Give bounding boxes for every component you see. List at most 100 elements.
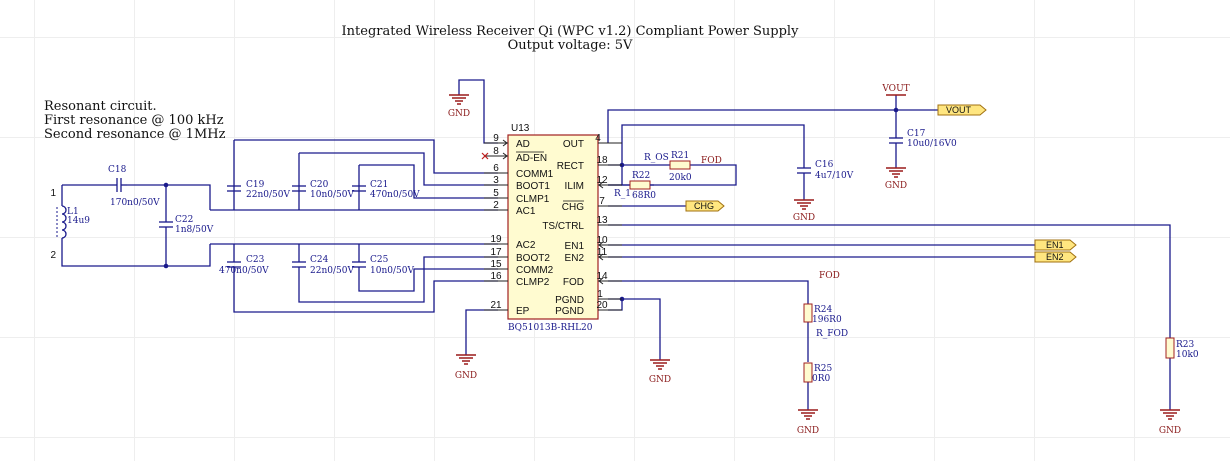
capacitor-c18[interactable]: C18 170n0/50V [108,165,160,208]
port-en2[interactable]: EN2 [1034,251,1077,263]
gnd-symbol-r23: GND [1159,409,1181,436]
pin-name-ilim: ILIM [565,181,584,192]
pin-num-en2: 11 [597,247,608,258]
capacitor-c23[interactable]: C23 470n0/50V [219,255,269,276]
pin-name-ac1: AC1 [516,206,536,217]
inductor-l1[interactable]: L1 14u9 1 2 [50,188,90,261]
pin-name-fod: FOD [563,277,584,288]
ic-part: BQ51013B-RHL20 [508,323,593,333]
title-line-2: Output voltage: 5V [508,38,633,53]
gnd-symbol-c17: GND [885,167,907,191]
r24-ref: R24 [814,305,833,315]
pin-name-ad: AD [516,139,530,150]
gnd-label-pgnd: GND [649,375,671,385]
pin-num-pgnd1: 1 [597,289,603,300]
pin-num-pgnd2: 20 [596,300,608,311]
c22-ref: C22 [175,215,193,225]
net-label-r-1: R_1 [614,189,631,199]
pin-num-ep: 21 [490,300,502,311]
pin-num-ad: 9 [493,133,499,144]
pin-name-en1: EN1 [565,241,585,252]
pin-name-pgnd1: PGND [555,295,584,306]
pin-num-tsctrl: 13 [596,215,608,226]
port-en1[interactable]: EN1 [1034,239,1077,251]
pin-num-comm1: 6 [493,163,499,174]
c18-value: 170n0/50V [110,198,160,208]
capacitor-c17[interactable]: C17 10u0/16V0 [889,129,957,149]
net-label-fod-r21: FOD [701,156,722,166]
capacitor-c20[interactable]: C20 10n0/50V [292,180,354,200]
pin-num-rect: 18 [596,155,608,166]
c24-value: 22n0/50V [310,266,354,276]
resistor-r25[interactable]: R25 0R0 [803,362,833,384]
resistor-r22[interactable]: R22 68R0 [629,171,656,201]
port-en2-label: EN2 [1046,252,1064,262]
gnd-label-top: GND [448,109,470,119]
c18-ref: C18 [108,165,127,175]
r21-ref: R21 [671,151,689,161]
vout-power-symbol: VOUT [881,84,910,96]
l1-pin2: 2 [50,250,56,261]
pin-name-rect: RECT [557,161,584,172]
c16-value: 4u7/10V [815,171,854,181]
pin-name-pgnd2: PGND [555,306,584,317]
port-chg[interactable]: CHG [685,200,725,212]
l1-ref: L1 [67,207,79,217]
note-line-3: Second resonance @ 1MHz [44,127,226,142]
c16-ref: C16 [815,160,834,170]
c22-value: 1n8/50V [175,225,214,235]
pin-num-boot2: 17 [490,247,502,258]
pin-num-boot1: 3 [493,175,499,186]
pin-name-en2: EN2 [565,253,585,264]
capacitor-c25[interactable]: C25 10n0/50V [352,255,414,276]
net-label-fod-pin: FOD [819,271,840,281]
pin-num-fod: 14 [596,271,608,282]
r24-value: 196R0 [812,315,842,325]
pin-name-comm2: COMM2 [516,265,554,276]
gnd-label-r23: GND [1159,426,1181,436]
pin-num-out: 4 [595,133,601,144]
capacitor-c19[interactable]: C19 22n0/50V [227,180,290,200]
port-en1-label: EN1 [1046,240,1064,250]
resistor-r21[interactable]: R21 20k0 [669,151,692,183]
c17-value: 10u0/16V0 [907,139,957,149]
note-line-2: First resonance @ 100 kHz [44,113,224,128]
pin-num-ac1: 2 [493,200,499,211]
gnd-symbol-pgnd: GND [649,359,671,385]
net-label-r-os: R_OS [644,153,669,163]
c24-ref: C24 [310,255,329,265]
c25-value: 10n0/50V [370,266,414,276]
port-vout-label: VOUT [946,105,972,115]
gnd-symbol-ep: GND [455,354,477,381]
l1-value: 14u9 [67,216,90,226]
c20-ref: C20 [310,180,329,190]
net-label-r-fod: R_FOD [816,329,848,339]
c23-value: 470n0/50V [219,266,269,276]
pin-name-boot2: BOOT2 [516,253,550,264]
capacitor-c21[interactable]: C21 470n0/50V [352,180,420,200]
capacitor-c16[interactable]: C16 4u7/10V [797,160,854,181]
r22-ref: R22 [632,171,650,181]
capacitor-c24[interactable]: C24 22n0/50V [292,255,354,276]
c20-value: 10n0/50V [310,190,354,200]
gnd-label-fod: GND [797,426,819,436]
resistor-r24[interactable]: R24 196R0 [803,303,842,325]
resistor-r23[interactable]: R23 10k0 [1165,337,1199,360]
ic-u13[interactable]: U13 BQ51013B-RHL20 [481,123,622,333]
pin-name-boot1: BOOT1 [516,181,550,192]
r21-value: 20k0 [669,173,692,183]
port-vout[interactable]: VOUT [937,104,987,116]
pin-name-chg: CHG [562,202,584,213]
r25-value: 0R0 [812,374,831,384]
pin-name-clmp2: CLMP2 [516,277,550,288]
gnd-label-c16: GND [793,213,815,223]
wires [61,79,1171,410]
c21-value: 470n0/50V [370,190,420,200]
gnd-label-ep: GND [455,371,477,381]
pin-num-clmp1: 5 [493,188,499,199]
c19-ref: C19 [246,180,265,190]
port-chg-label: CHG [694,201,714,211]
capacitor-c22[interactable]: C22 1n8/50V [159,215,214,235]
